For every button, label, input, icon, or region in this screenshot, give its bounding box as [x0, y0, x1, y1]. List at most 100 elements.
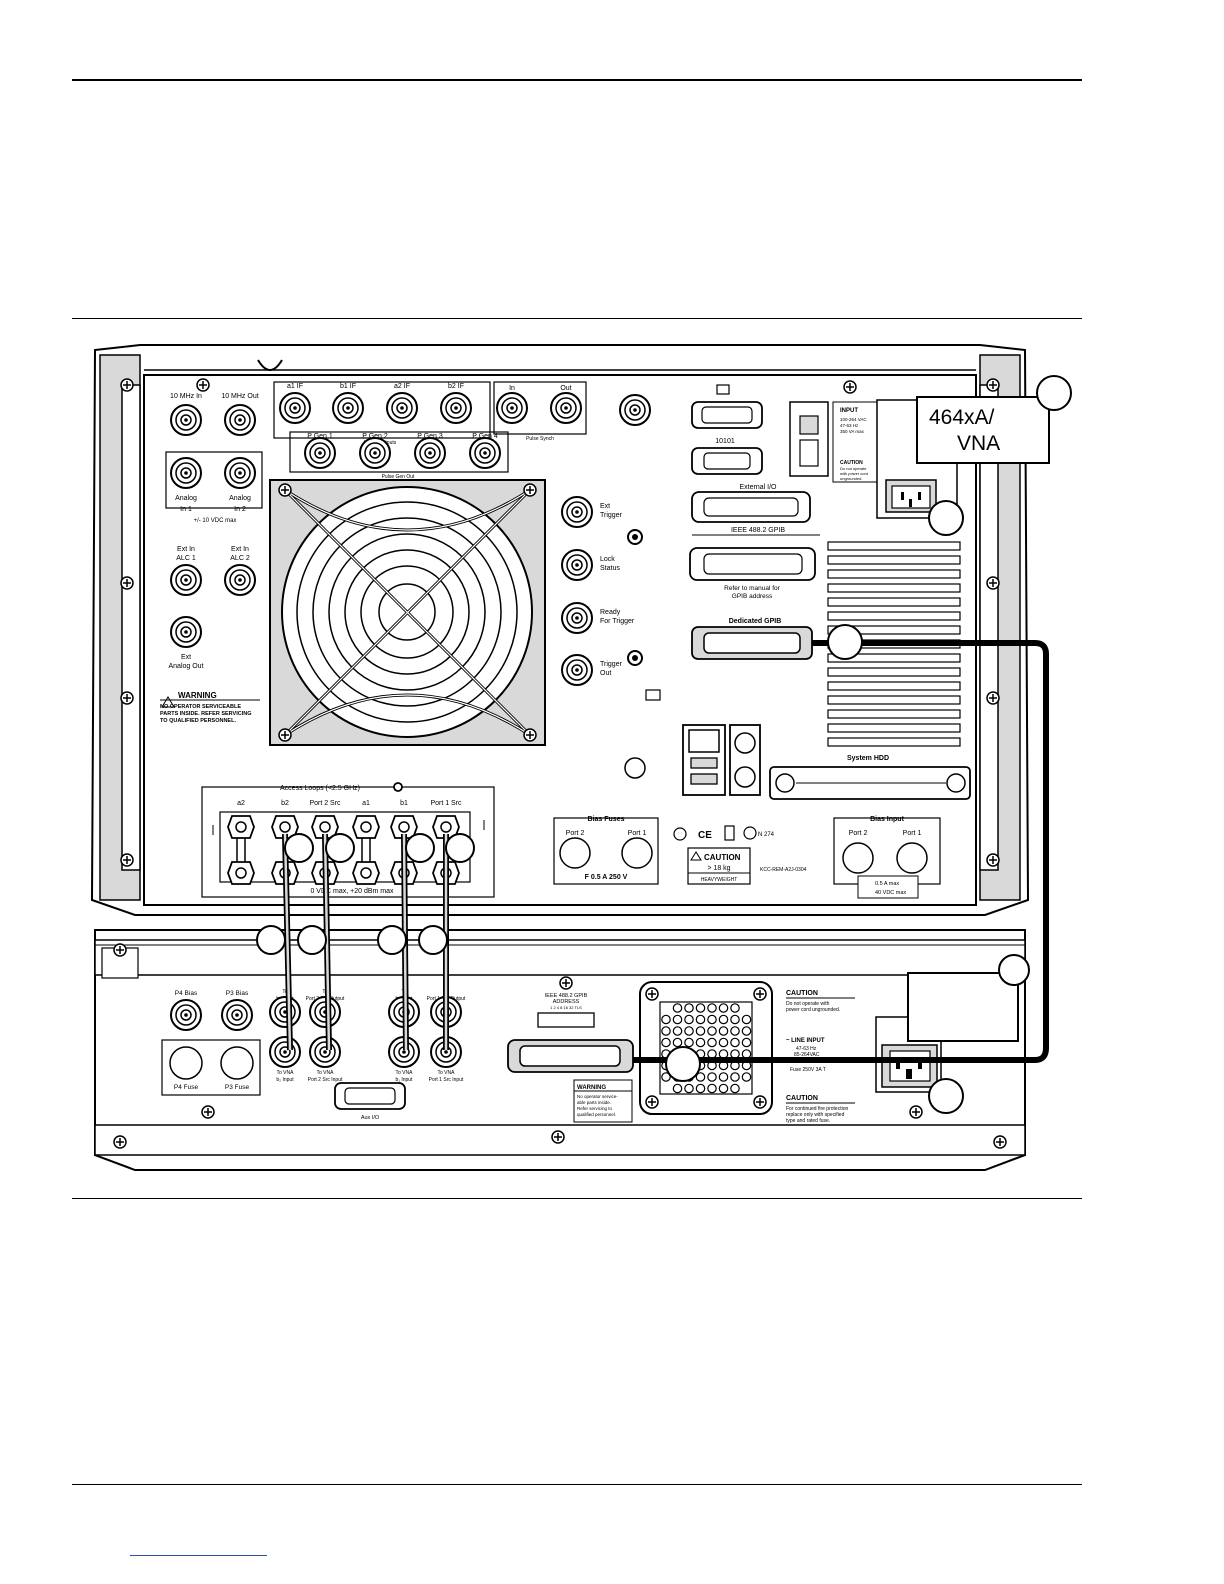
screw-icon	[120, 691, 134, 705]
ts-caution1-l1: Do not operate with	[786, 1001, 830, 1007]
label-caution-small-l1: Do not operate	[840, 466, 867, 471]
analog-in1-connector[interactable]	[170, 457, 202, 489]
label-alc1-b: ALC 1	[176, 555, 196, 562]
pgen2-connector[interactable]	[359, 437, 391, 469]
alc2-connector[interactable]	[224, 564, 256, 596]
label-pulse-gen-out: Pulse Gen Out	[382, 474, 415, 480]
weee-icon	[724, 825, 735, 841]
pgen1-connector[interactable]	[304, 437, 336, 469]
label-analog-in2-b: In 2	[234, 506, 246, 513]
p3-bias-connector[interactable]	[221, 999, 253, 1031]
lan-port[interactable]	[688, 729, 720, 753]
grille-hole	[672, 1026, 683, 1036]
label-analog-in2-a: Analog	[229, 495, 251, 502]
aux-bnc-connector[interactable]	[619, 394, 651, 426]
ts-warning-l2: able parts inside.	[577, 1100, 611, 1105]
screw-icon	[196, 378, 210, 392]
grille-hole	[695, 1026, 706, 1036]
test-b2-out-connector[interactable]	[269, 996, 301, 1028]
screw-icon	[986, 691, 1000, 705]
label-caution-small-l2: with power cord	[840, 471, 868, 476]
label-ts-gpib-b: ADDRESS	[553, 999, 580, 1005]
label-external-io: External I/O	[740, 484, 778, 491]
pgen3-connector[interactable]	[414, 437, 446, 469]
ps2-mouse-port[interactable]	[734, 766, 756, 788]
pulse-in-connector[interactable]	[496, 392, 528, 424]
ts-caution2-l3: type and rated fuse.	[786, 1118, 830, 1124]
grille-hole	[730, 1003, 740, 1013]
label-p3-bias: P3 Bias	[226, 990, 249, 997]
gpib-port[interactable]	[689, 547, 816, 581]
bias-fuse-port1[interactable]	[621, 837, 653, 869]
screw-icon	[843, 380, 857, 394]
aux-io-port[interactable]	[334, 1082, 406, 1110]
screw-icon	[113, 943, 127, 957]
p4-fuse-holder[interactable]	[169, 1046, 203, 1080]
screw-icon	[986, 378, 1000, 392]
screw-icon	[993, 1135, 1007, 1149]
ts-warning-title: WARNING	[577, 1085, 606, 1091]
grille-hole	[741, 1026, 752, 1036]
label-bf-port2: Port 2	[566, 830, 585, 837]
grille-hole	[707, 1026, 717, 1036]
loop-a2-port-lower[interactable]	[227, 861, 255, 885]
screw-icon	[986, 853, 1000, 867]
vna-warning-l1: NO OPERATOR SERVICEABLE	[160, 704, 241, 710]
label-trigger-out-b: Out	[600, 670, 611, 677]
footer-rule	[72, 1484, 1082, 1485]
ready-for-trigger-connector[interactable]	[561, 602, 593, 634]
bias-fuse-port2[interactable]	[559, 837, 591, 869]
ce-mark-icon: CE	[698, 830, 712, 841]
ts-warning-l4: qualified personnel.	[577, 1112, 616, 1117]
gpib-address-dip-switch[interactable]	[537, 1012, 595, 1028]
lock-status-connector[interactable]	[561, 549, 593, 581]
label-gpib-ref-b: GPIB address	[732, 593, 773, 600]
alc1-connector[interactable]	[170, 564, 202, 596]
label-trigger-out-a: Trigger	[600, 661, 623, 668]
label-bi-port2: Port 2	[849, 830, 868, 837]
label-lock-a: Lock	[600, 556, 615, 563]
loop-a1-port[interactable]	[352, 815, 380, 839]
ts-caution2-l1: For continued fire protection	[786, 1106, 848, 1112]
pulse-out-connector[interactable]	[550, 392, 582, 424]
label-loop-a2: a2	[237, 800, 245, 807]
test-p2src-in-connector[interactable]	[309, 1036, 341, 1068]
analog-in2-connector[interactable]	[224, 457, 256, 489]
label-kcc: KCC-REM-A2J-0304	[760, 867, 807, 873]
label-gpib: IEEE 488.2 GPIB	[731, 527, 785, 534]
usb-port-1[interactable]	[690, 757, 718, 769]
b2-if-connector[interactable]	[440, 392, 472, 424]
label-alc1-a: Ext In	[177, 546, 195, 553]
trigger-out-connector[interactable]	[561, 654, 593, 686]
vga-port[interactable]	[691, 401, 763, 429]
grille-hole	[695, 1083, 706, 1094]
grille-hole	[707, 1003, 717, 1013]
loop-a1-port-lower[interactable]	[352, 861, 380, 885]
test-p2src-out-connector[interactable]	[309, 996, 341, 1028]
ps2-keyboard-port[interactable]	[734, 732, 756, 754]
callout-vna-label-line2: VNA	[957, 432, 1000, 455]
bias-input-port1[interactable]	[896, 842, 928, 874]
ref-out-connector[interactable]	[224, 404, 256, 436]
b1-if-connector[interactable]	[332, 392, 364, 424]
a2-if-connector[interactable]	[386, 392, 418, 424]
ext-analog-out-connector[interactable]	[170, 616, 202, 648]
pgen4-connector[interactable]	[469, 437, 501, 469]
test-b2-in-connector[interactable]	[269, 1036, 301, 1068]
usb-port-2[interactable]	[690, 773, 718, 785]
ts-caution2-title: CAUTION	[786, 1095, 818, 1102]
a1-if-connector[interactable]	[279, 392, 311, 424]
loop-a2-port[interactable]	[227, 815, 255, 839]
bias-input-port2[interactable]	[842, 842, 874, 874]
external-io-port[interactable]	[691, 491, 811, 523]
label-input-l1: 100-264 VAC	[840, 417, 867, 422]
ext-trigger-connector[interactable]	[561, 496, 593, 528]
p4-bias-connector[interactable]	[170, 999, 202, 1031]
label-ts-gpib-c: 1 2 4 8 16 32 TLS	[550, 1005, 582, 1010]
serial-port[interactable]	[691, 447, 763, 475]
p3-fuse-holder[interactable]	[220, 1046, 254, 1080]
label-pulse-in: In	[509, 385, 515, 392]
ts-caution2-l2: replace only with specified	[786, 1112, 845, 1118]
ref-in-connector[interactable]	[170, 404, 202, 436]
label-a1-if: a1 IF	[287, 383, 303, 390]
